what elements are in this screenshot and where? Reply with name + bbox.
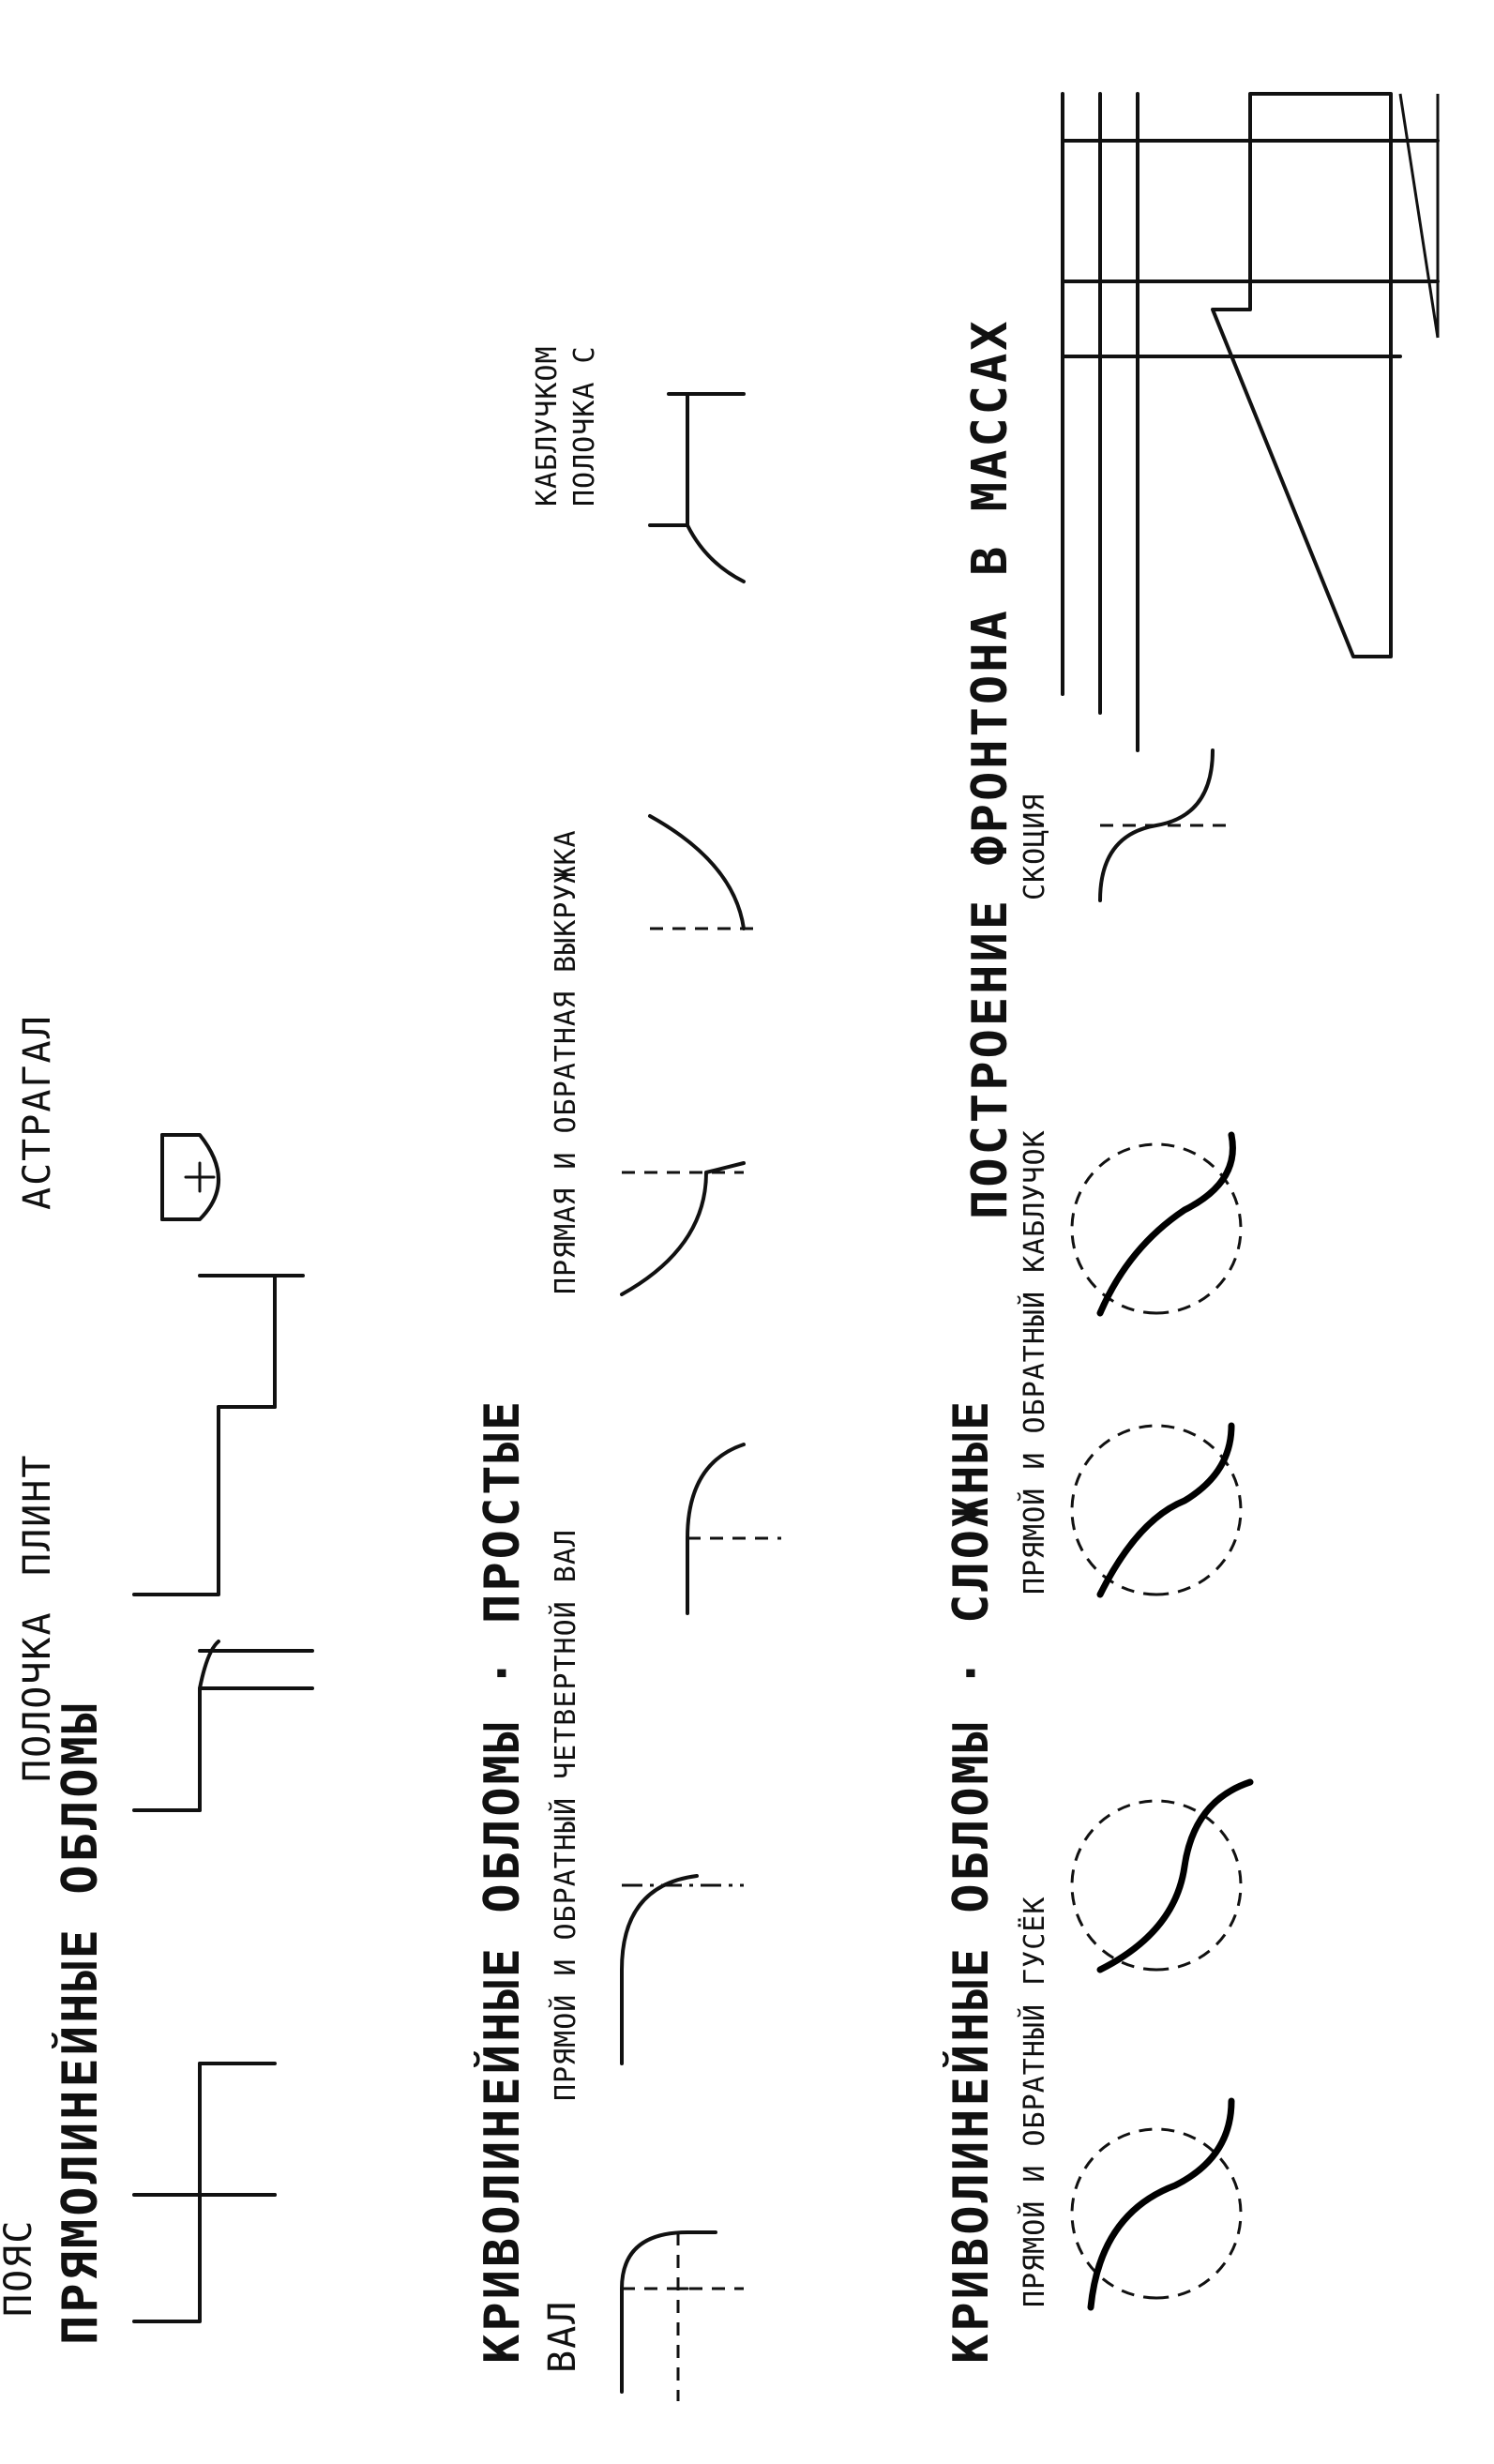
profile-polochka bbox=[132, 1640, 314, 1812]
profile-polochka-kabluchok bbox=[648, 392, 746, 583]
profile-val bbox=[620, 2230, 744, 2401]
profile-astragal bbox=[160, 1133, 220, 1221]
label-poyas: ПОЯС bbox=[0, 2219, 40, 2317]
profile-quarter-val bbox=[620, 1443, 781, 2065]
title-simple: КРИВОЛИНЕЙНЫЕ ОБЛОМЫ · ПРОСТЫЕ bbox=[474, 1398, 531, 2364]
title-complex: КРИВОЛИНЕЙНЫЕ ОБЛОМЫ · СЛОЖНЫЕ bbox=[943, 1398, 1000, 2364]
profile-plint bbox=[132, 1274, 305, 1596]
label-vykruzhka: ПРЯМАЯ И ОБРАТНАЯ ВЫКРУЖКА bbox=[550, 829, 582, 1294]
label-polochka-kabluchok-1: ПОЛОЧКА С bbox=[568, 345, 601, 506]
label-astragal: АСТРАГАЛ bbox=[16, 1014, 59, 1210]
label-polochka-kabluchok-2: КАБЛУЧКОМ bbox=[531, 345, 564, 506]
profile-gusek bbox=[1070, 1778, 1254, 2311]
title-pediment: ПОСТРОЕНИЕ ФРОНТОНА В МАССАХ bbox=[962, 318, 1019, 1219]
row-rectilinear bbox=[132, 1133, 314, 2323]
label-gusek: ПРЯМОЙ И ОБРАТНЫЙ ГУСЁК bbox=[1018, 1897, 1051, 2307]
row-complex bbox=[1070, 748, 1254, 2311]
pediment-construction bbox=[1061, 92, 1440, 752]
profile-kabluchok bbox=[1070, 1131, 1243, 1598]
profile-skotsiya bbox=[1098, 748, 1231, 902]
label-val: ВАЛ bbox=[541, 2300, 584, 2373]
label-skotsiya: СКОЦИЯ bbox=[1019, 794, 1051, 900]
label-kabluchok: ПРЯМОЙ И ОБРАТНЫЙ КАБЛУЧОК bbox=[1018, 1129, 1051, 1595]
label-quarter-val: ПРЯМОЙ И ОБРАТНЫЙ ЧЕТВЕРТНОЙ ВАЛ bbox=[549, 1529, 582, 2101]
row-simple bbox=[620, 392, 781, 2401]
label-polochka: ПОЛОЧКА bbox=[16, 1610, 59, 1782]
profile-poyas bbox=[132, 2062, 277, 2323]
title-rectilinear: ПРЯМОЛИНЕЙНЫЕ ОБЛОМЫ bbox=[52, 1701, 109, 2345]
profile-vykruzhka bbox=[620, 814, 762, 1296]
label-plint: ПЛИНТ bbox=[16, 1454, 59, 1576]
